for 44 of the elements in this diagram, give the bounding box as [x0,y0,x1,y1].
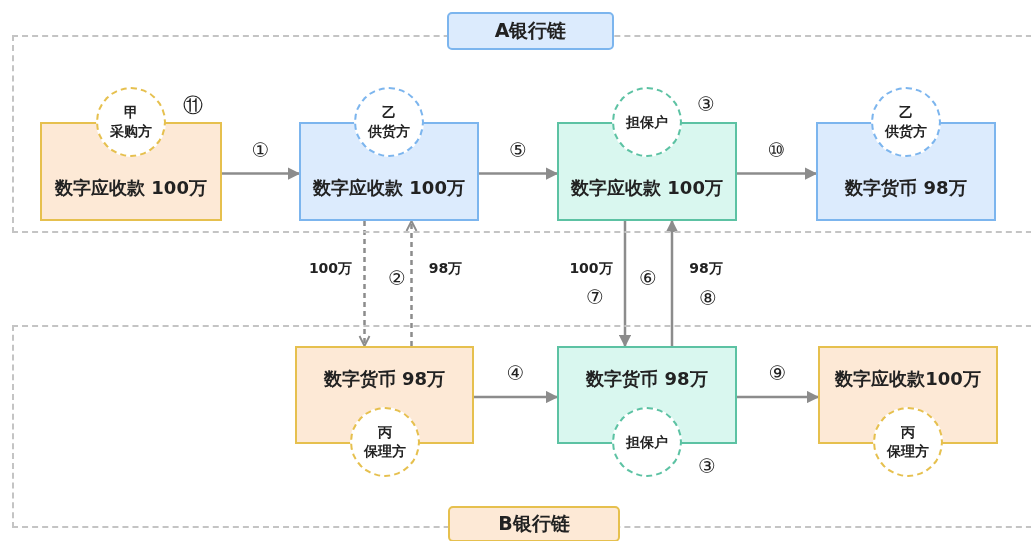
amount-text: 数字应收款 100万 [54,176,208,200]
arrow [405,220,418,346]
arrow [618,221,632,348]
step-number: ⑧ [699,287,717,309]
amount-text: 数字应收款 100万 [312,176,466,200]
step-number: ③ [697,93,715,115]
role-text: 采购方 [110,122,152,141]
arrow [479,167,559,180]
edge-label: 98万 [687,259,725,277]
edge-label: ⑨ [768,362,787,384]
arrow [665,219,679,346]
role-text: 保理方 [363,442,406,461]
arrow [737,390,820,404]
role-text: 丙 [377,423,392,442]
role-text: 乙 [899,103,913,122]
amount-text: 数字货币 98万 [844,176,968,200]
step-number: ⑪ [183,94,203,116]
role-text: 供货方 [368,122,410,141]
arrow [358,221,371,347]
step-number: ⑦ [586,286,604,308]
chain-title: A银行链 [447,12,614,50]
amount-text: 数字应收款100万 [834,367,982,391]
edge-label: ⑩ [767,138,786,161]
role-text: 丙 [901,423,915,442]
arrow [474,390,559,404]
edge-label: ① [251,138,270,161]
role-text: 甲 [124,103,138,122]
edge-label: ⑤ [509,138,527,161]
amount-text: 数字货币 98万 [585,367,709,391]
chain-title: B银行链 [448,506,620,541]
edge-label: ④ [506,362,525,384]
role-text: 担保户 [626,112,668,132]
role-text: 乙 [382,103,396,122]
arrow [737,167,818,180]
role-text: 供货方 [885,122,927,141]
arrow [222,167,301,180]
step-number: ③ [698,455,716,477]
step-number: ② [388,267,406,289]
amount-text: 数字应收款 100万 [570,176,724,200]
role-text: 保理方 [887,442,929,461]
step-number: ⑥ [639,267,657,289]
amount-text: 数字货币 98万 [322,367,447,391]
edge-label: 98万 [426,259,465,277]
role-text: 担保户 [626,432,668,452]
